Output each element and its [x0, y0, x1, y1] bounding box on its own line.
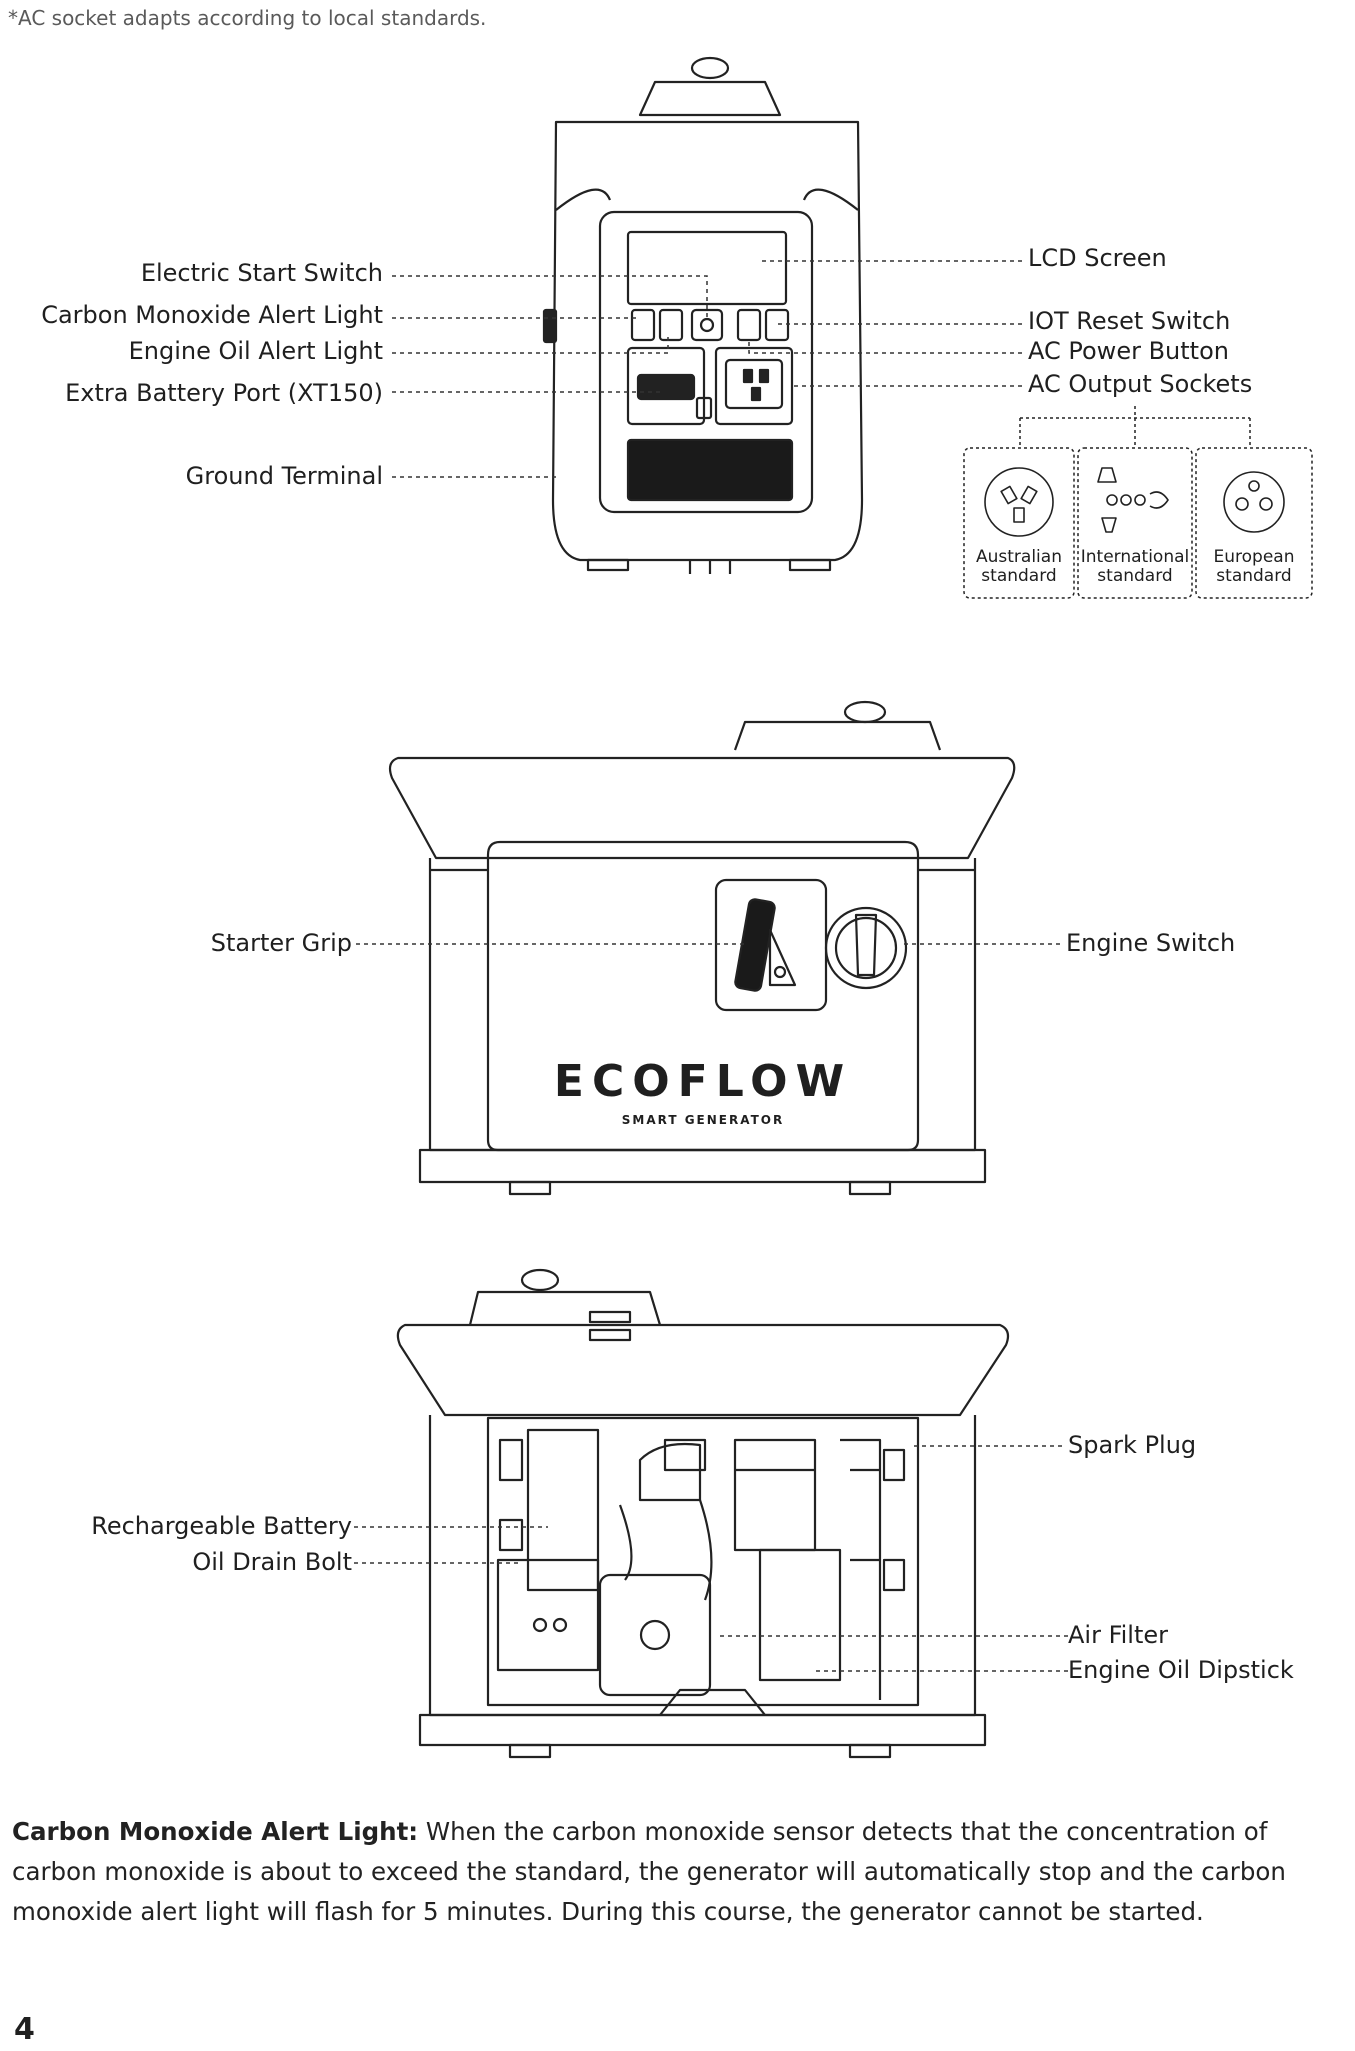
label-engine-switch: Engine Switch	[1066, 929, 1236, 957]
label-engine-oil-alert-light: Engine Oil Alert Light	[128, 337, 383, 365]
socket-label-european: European standard	[1196, 548, 1312, 586]
callout-lines	[354, 260, 1068, 1672]
label-spark-plug: Spark Plug	[1068, 1431, 1197, 1459]
ecoflow-logo: ECOFLOW	[554, 1056, 852, 1107]
socket-footnote: *AC socket adapts according to local sta…	[8, 6, 487, 30]
socket-label-australian: Australian standard	[964, 548, 1074, 586]
label-oil-drain-bolt: Oil Drain Bolt	[192, 1548, 352, 1576]
socket-australian-line2: standard	[981, 566, 1057, 586]
label-rechargeable-battery: Rechargeable Battery	[91, 1512, 352, 1540]
co-alert-description: Carbon Monoxide Alert Light: When the ca…	[12, 1812, 1347, 1932]
label-ac-output-sockets: AC Output Sockets	[1028, 370, 1253, 398]
socket-icons	[984, 467, 1285, 537]
label-ac-power-button: AC Power Button	[1028, 337, 1229, 365]
socket-label-international: International standard	[1078, 548, 1192, 586]
socket-european-line2: standard	[1216, 566, 1292, 586]
socket-international-line2: standard	[1097, 566, 1173, 586]
open-view-drawing	[396, 1268, 1010, 1759]
label-electric-start-switch: Electric Start Switch	[140, 259, 383, 287]
socket-australian-line1: Australian	[976, 547, 1062, 567]
socket-standards-drawing	[963, 406, 1313, 599]
label-starter-grip: Starter Grip	[210, 929, 352, 957]
description-term: Carbon Monoxide Alert Light:	[12, 1817, 419, 1846]
label-lcd-screen: LCD Screen	[1028, 244, 1167, 272]
socket-european-line1: European	[1213, 547, 1295, 567]
ecoflow-logo-sub: SMART GENERATOR	[622, 1113, 784, 1127]
label-extra-battery-port: Extra Battery Port (XT150)	[65, 379, 383, 407]
label-ground-terminal: Ground Terminal	[185, 462, 383, 490]
label-engine-oil-dipstick: Engine Oil Dipstick	[1068, 1656, 1294, 1684]
page-number: 4	[14, 2012, 35, 2047]
label-iot-reset-switch: IOT Reset Switch	[1028, 307, 1231, 335]
socket-international-line1: International	[1080, 547, 1190, 567]
label-co-alert-light: Carbon Monoxide Alert Light	[41, 301, 383, 329]
label-air-filter: Air Filter	[1068, 1621, 1169, 1649]
front-view-drawing	[542, 56, 864, 574]
description-text: When the carbon monoxide sensor detects …	[12, 1817, 1286, 1926]
side-view-drawing	[388, 700, 1016, 1196]
